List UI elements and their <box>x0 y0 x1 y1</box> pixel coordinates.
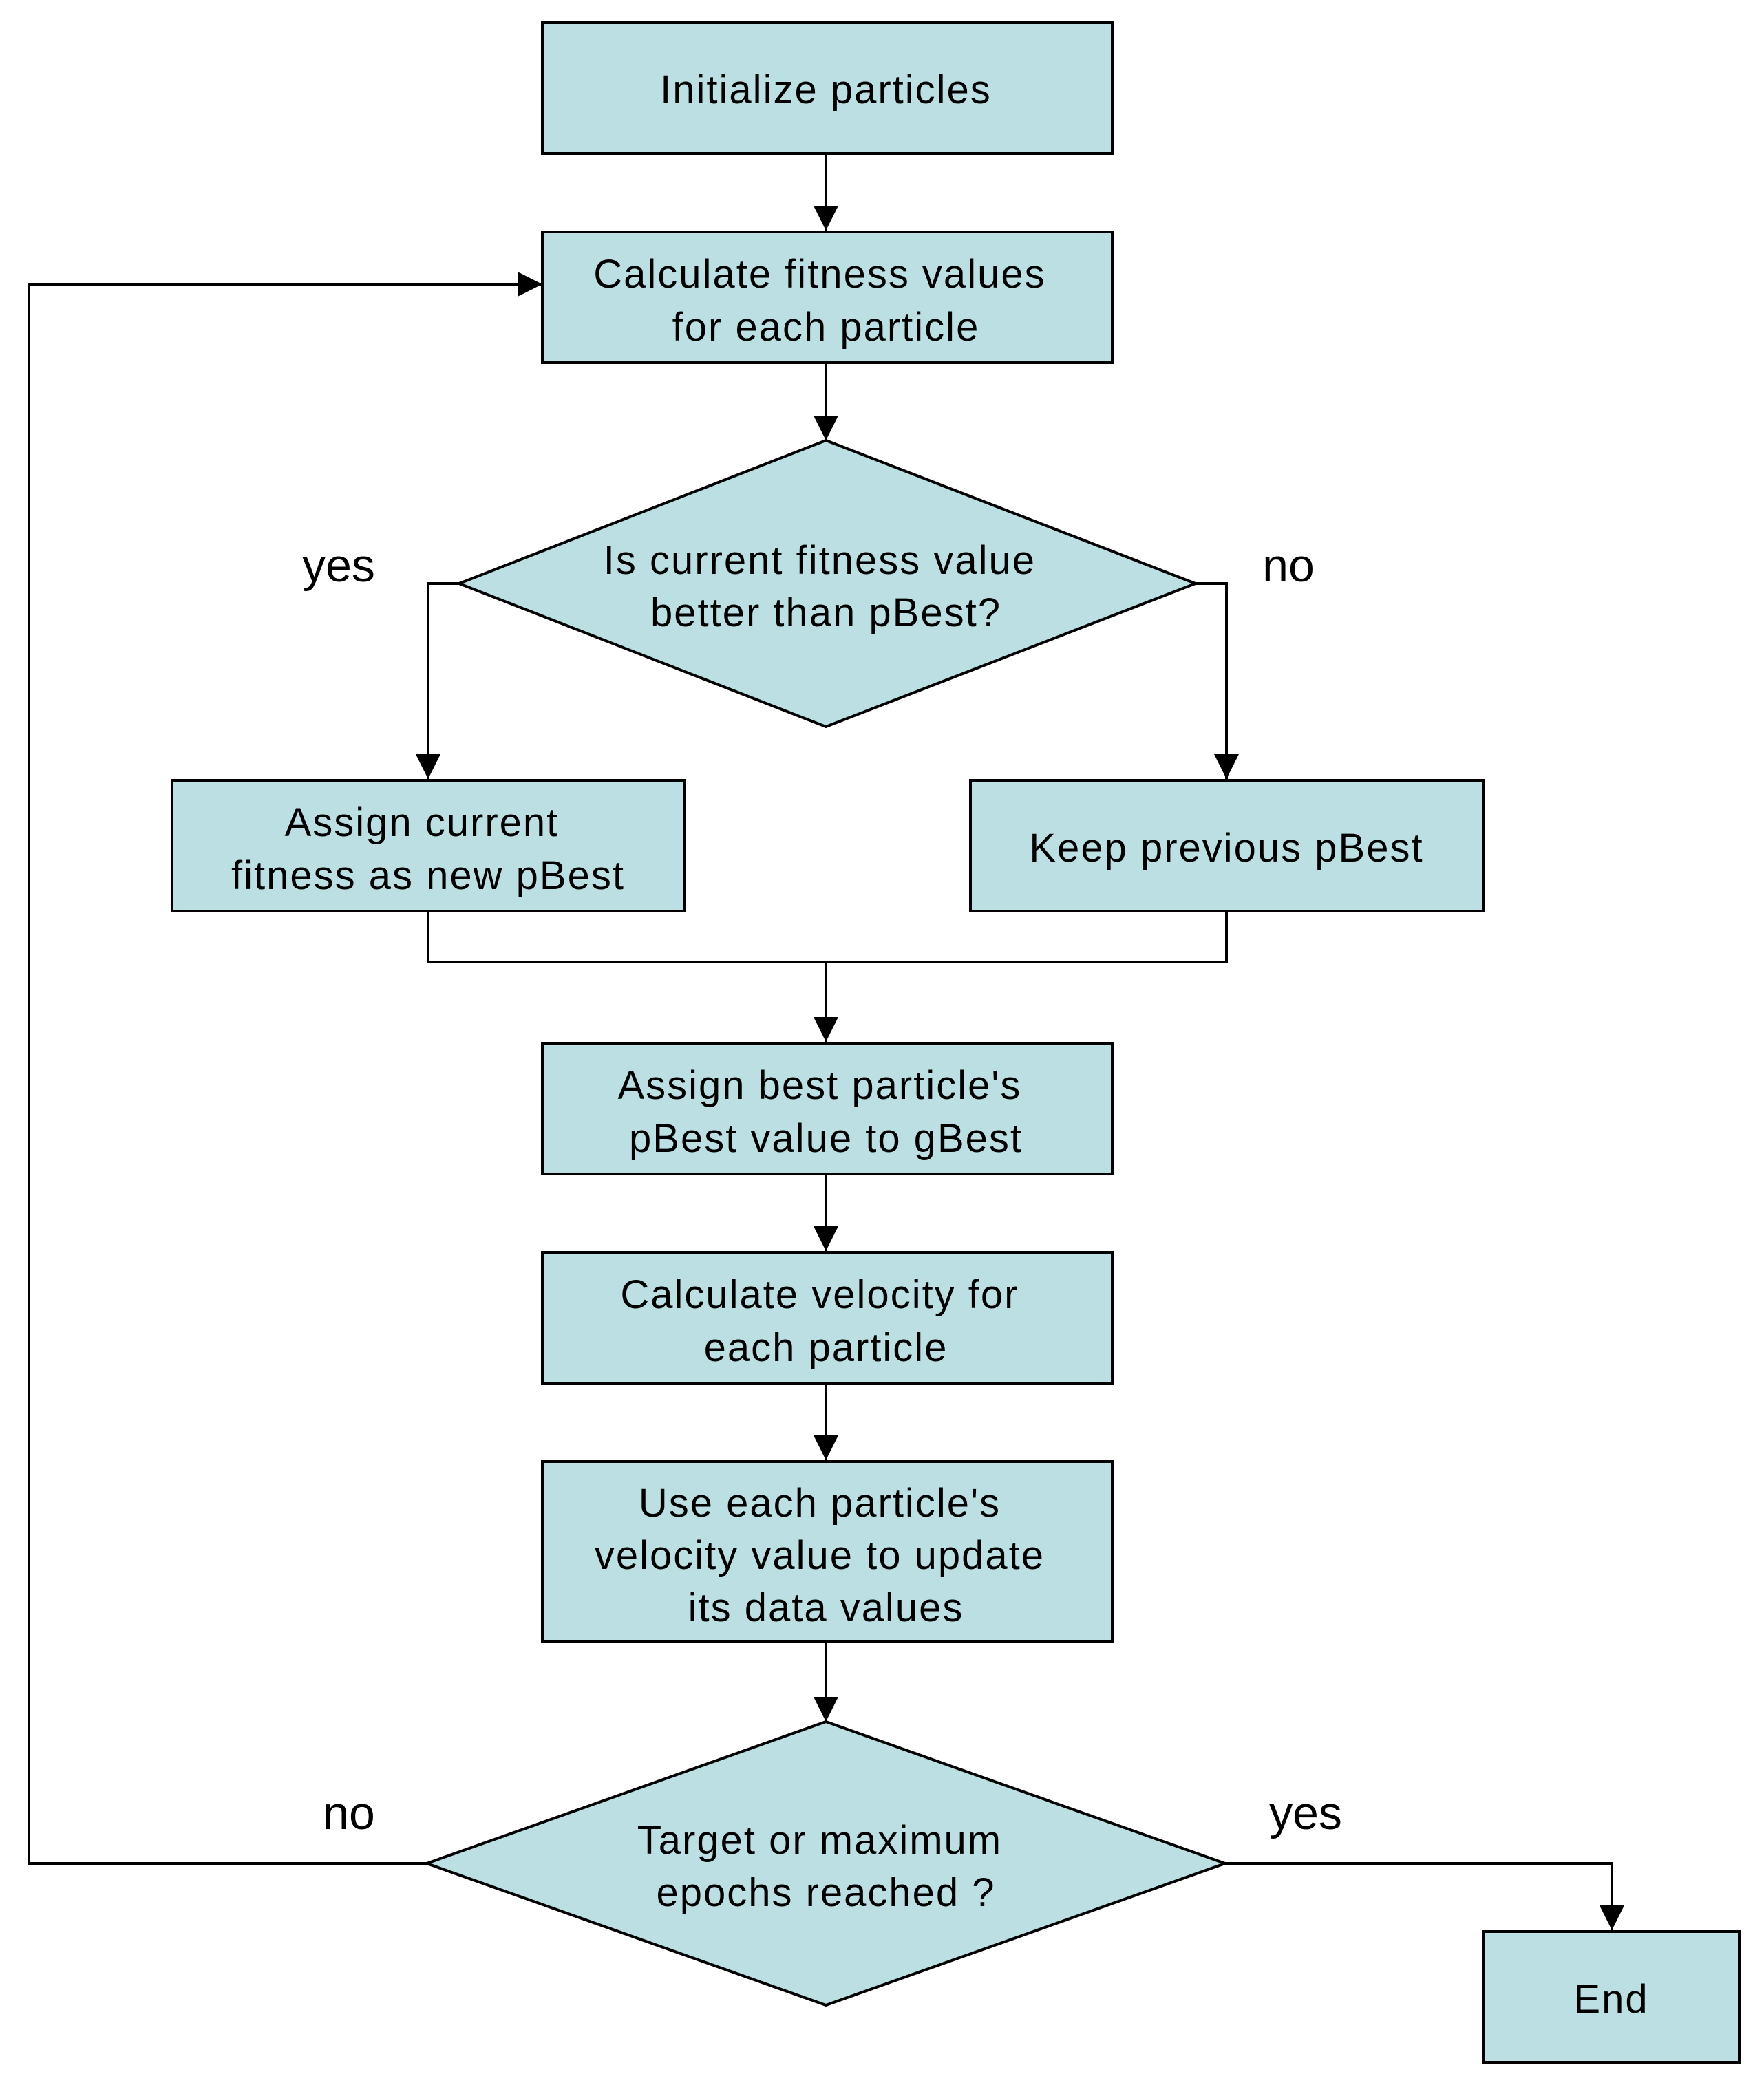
process-box <box>541 21 1114 155</box>
edge-label-pbest-no: no <box>1262 539 1315 592</box>
node-calculate-fitness: Calculate fitness values for each partic… <box>541 231 1114 364</box>
merge-line <box>427 912 1228 963</box>
node-label-line: Keep previous pBest <box>1029 826 1423 870</box>
node-label: Keep previous pBest <box>1029 826 1423 870</box>
node-end: End <box>1482 1930 1741 2064</box>
node-label: Calculate velocity for each particle <box>620 1272 1031 1370</box>
node-label-line: for each particle <box>672 305 980 350</box>
node-label: Use each particle's velocity value to up… <box>595 1481 1057 1630</box>
node-calculate-velocity: Calculate velocity for each particle <box>541 1251 1114 1385</box>
node-label: Target or maximum epochs reached ? <box>637 1818 1014 1915</box>
node-label: Assign current fitness as new pBest <box>231 800 625 898</box>
node-label-line: epochs reached ? <box>656 1870 995 1915</box>
node-label-line: pBest value to gBest <box>629 1116 1023 1161</box>
process-box <box>541 1251 1114 1385</box>
process-box <box>541 231 1114 364</box>
node-label: End <box>1573 1977 1648 2022</box>
node-label-line: Calculate velocity for <box>620 1272 1019 1317</box>
node-initialize: Initialize particles <box>541 21 1114 155</box>
process-box <box>171 779 686 912</box>
edge-label-end-no: no <box>323 1787 375 1839</box>
node-label: Assign best particle's pBest value to gB… <box>617 1063 1034 1161</box>
node-decision-pbest: Is current fitness value better than pBe… <box>455 438 1200 729</box>
terminal-box <box>1482 1930 1741 2064</box>
node-keep-pbest: Keep previous pBest <box>969 779 1485 912</box>
arrow-loop-no-to-fitness <box>28 272 542 1865</box>
node-label-line: each particle <box>704 1325 948 1370</box>
node-label-line: fitness as new pBest <box>231 853 625 898</box>
node-label: Calculate fitness values for each partic… <box>593 252 1058 350</box>
node-decision-end: Target or maximum epochs reached ? <box>423 1720 1229 2007</box>
node-label-line: Target or maximum <box>637 1818 1002 1863</box>
node-label-line: its data values <box>688 1585 964 1630</box>
decision-diamond <box>423 1720 1229 2007</box>
node-label-line: Use each particle's <box>639 1481 1001 1526</box>
node-label-line: better than pBest? <box>650 590 1001 635</box>
edge-label-pbest-yes: yes <box>302 539 375 592</box>
process-box <box>541 1042 1114 1175</box>
node-label-line: Assign best particle's <box>617 1063 1021 1108</box>
arrow-decision-no-to-keep <box>1196 582 1239 779</box>
decision-diamond <box>455 438 1200 729</box>
edge-label-end-yes: yes <box>1269 1787 1342 1839</box>
arrow-decision-yes-to-assign <box>416 582 459 779</box>
node-assign-gbest: Assign best particle's pBest value to gB… <box>541 1042 1114 1175</box>
node-label-line: Calculate fitness values <box>593 252 1045 297</box>
node-update-values: Use each particle's velocity value to up… <box>541 1460 1114 1643</box>
node-label: Is current fitness value better than pBe… <box>604 538 1048 635</box>
process-box <box>541 1460 1114 1643</box>
connectors <box>28 155 1624 1930</box>
node-label-line: Assign current <box>285 800 560 845</box>
node-label: Initialize particles <box>660 67 992 112</box>
node-label-line: End <box>1573 1977 1648 2022</box>
node-label-line: velocity value to update <box>595 1533 1045 1578</box>
node-label-line: Is current fitness value <box>604 538 1036 583</box>
process-box <box>969 779 1485 912</box>
node-assign-pbest: Assign current fitness as new pBest <box>171 779 686 912</box>
node-label-line: Initialize particles <box>660 67 992 112</box>
arrow-decision-yes-to-end <box>1225 1862 1624 1930</box>
